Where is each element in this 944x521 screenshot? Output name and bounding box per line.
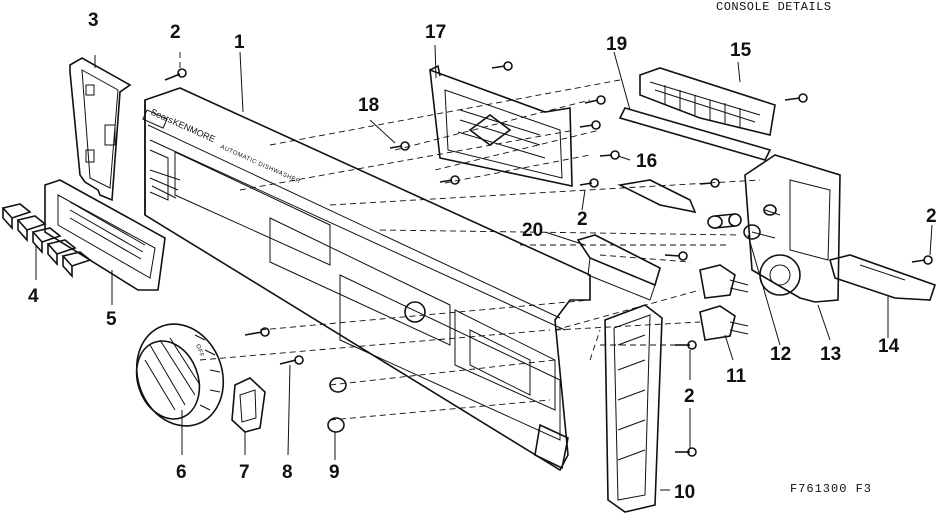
callout-11: 11 (726, 366, 747, 387)
diagram-title: CONSOLE DETAILS (716, 0, 832, 14)
callout-15: 15 (730, 40, 752, 61)
support-plate (576, 234, 661, 301)
screw (244, 327, 270, 337)
button-bezel (44, 179, 166, 291)
push-buttons (1, 203, 92, 279)
screw (584, 95, 606, 105)
callout-3: 3 (88, 10, 99, 31)
callout-2: 2 (170, 22, 181, 43)
callout-numbers: 1 2 3 4 5 6 7 8 9 10 11 12 13 14 15 16 1… (28, 10, 937, 503)
callout-5: 5 (106, 309, 117, 330)
screw (579, 120, 601, 130)
knob-marking: OFF (194, 344, 204, 359)
callout-17: 17 (425, 22, 446, 43)
callout-19: 19 (606, 34, 627, 55)
mounting-bracket (429, 64, 573, 187)
callout-2b: 2 (577, 209, 588, 230)
callout-1: 1 (234, 32, 245, 53)
connector-block (639, 67, 776, 136)
screw (911, 255, 933, 265)
screw (675, 340, 697, 350)
screw (699, 178, 720, 188)
screw (784, 93, 808, 103)
callout-8: 8 (282, 462, 293, 483)
end-cap-left (69, 57, 132, 202)
panel-badge: Sears (149, 107, 175, 126)
callout-20: 20 (522, 220, 543, 241)
screw (675, 447, 697, 457)
callout-9: 9 (329, 462, 340, 483)
callout-10: 10 (674, 482, 695, 503)
callout-2c: 2 (684, 386, 695, 407)
terminal-strip (618, 107, 772, 161)
screw (579, 178, 599, 188)
grommets (327, 377, 347, 433)
callout-13: 13 (820, 344, 841, 365)
timer-knob: OFF (135, 323, 225, 427)
callout-16: 16 (636, 151, 657, 172)
rocker-switch (231, 377, 266, 433)
small-bracket (617, 179, 697, 214)
assembly-lines (179, 52, 761, 421)
screws (164, 61, 933, 457)
screw (599, 150, 620, 160)
figure-code: F761300 F3 (790, 482, 873, 496)
screw (439, 175, 460, 185)
screw (279, 355, 304, 365)
timer-bracket (829, 254, 937, 301)
timer-motor (743, 154, 841, 303)
screw (664, 251, 688, 261)
micro-switches (699, 264, 749, 341)
callout-12: 12 (770, 344, 791, 365)
callout-14: 14 (878, 336, 900, 357)
end-panel-right (604, 304, 663, 513)
leader-lines (35, 44, 933, 491)
callout-2d: 2 (926, 206, 937, 227)
callout-18: 18 (358, 95, 379, 116)
callout-6: 6 (176, 462, 187, 483)
callout-7: 7 (239, 462, 250, 483)
console-panel: Sears KENMORE AUTOMATIC DISHWASHER (142, 87, 591, 472)
screw (164, 68, 187, 81)
screw (491, 61, 513, 71)
screw (389, 141, 410, 151)
panel-brand-text: KENMORE (171, 117, 217, 145)
callout-4: 4 (28, 286, 39, 307)
spacer (707, 213, 742, 229)
